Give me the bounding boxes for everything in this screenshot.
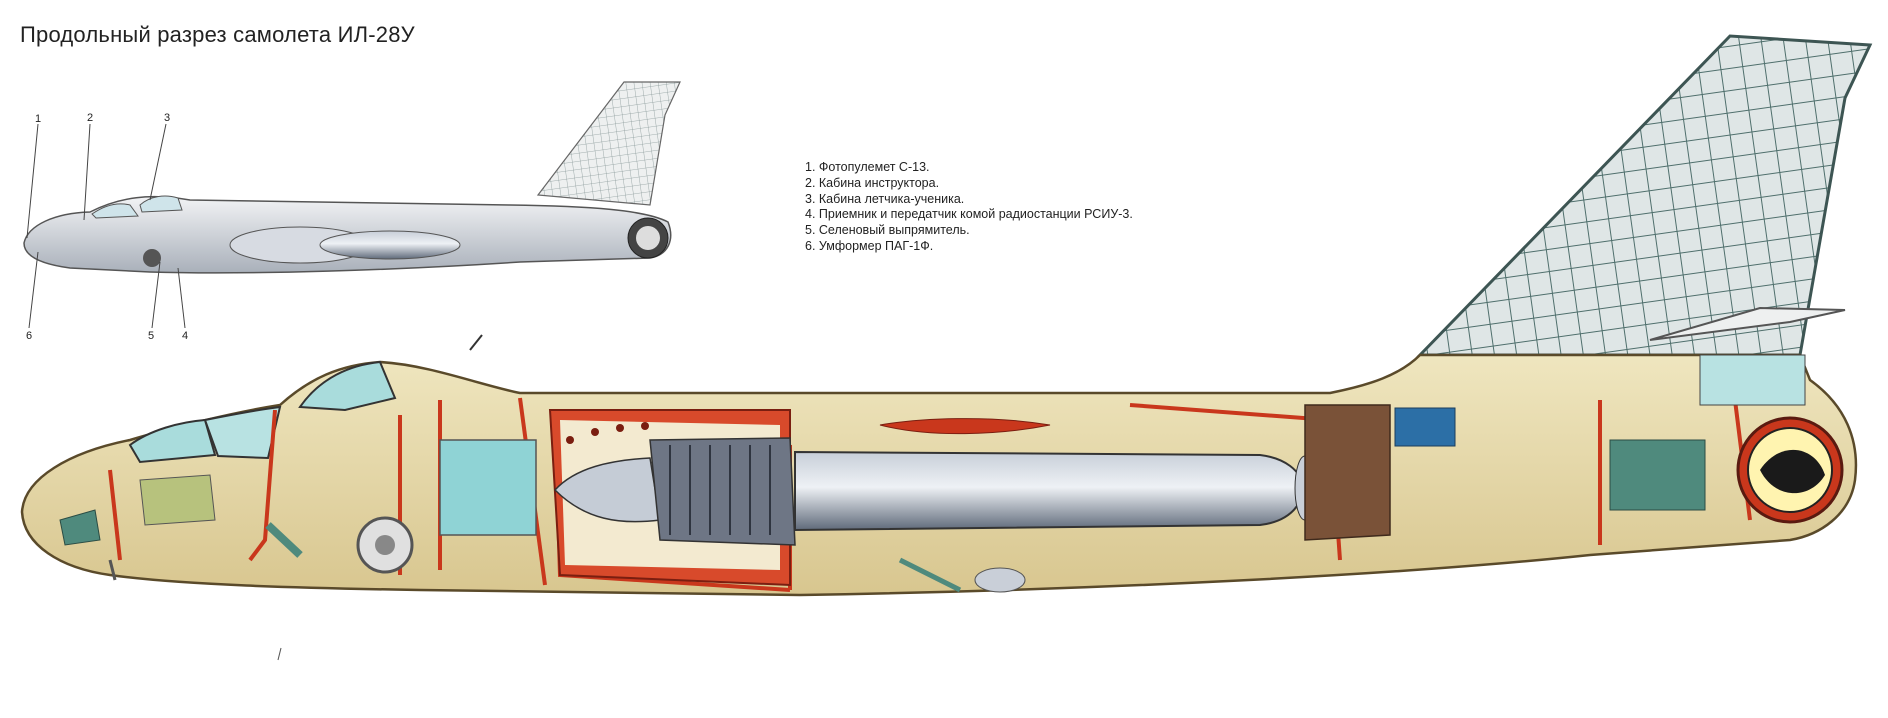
diagram-title: Продольный разрез самолета ИЛ-28У: [20, 22, 415, 47]
legend-item: 3. Кабина летчика-ученика.: [805, 191, 965, 206]
small-aircraft-view: [23, 81, 681, 329]
callout-6: 6: [26, 330, 33, 342]
callout-5: 5: [148, 330, 155, 342]
legend-item: 6. Умформер ПАГ-1Ф.: [805, 238, 934, 253]
large-cutaway-view: [20, 34, 1873, 597]
landing-gear: [108, 516, 1026, 593]
legend-item: 5. Селеновый выпрямитель.: [805, 223, 970, 238]
callout-1: 1: [35, 113, 42, 125]
legend-item: 4. Приемник и передатчик комой радиостан…: [805, 207, 1133, 222]
legend-item: 2. Кабина инструктора.: [805, 175, 940, 190]
legend-list: 1. Фотопулемет С-13. 2. Кабина инструкто…: [805, 160, 1133, 255]
callout-3: 3: [164, 112, 171, 124]
legend-item: 1. Фотопулемет С-13.: [805, 160, 930, 174]
callout-2: 2: [87, 112, 94, 124]
callout-4: 4: [182, 330, 189, 342]
